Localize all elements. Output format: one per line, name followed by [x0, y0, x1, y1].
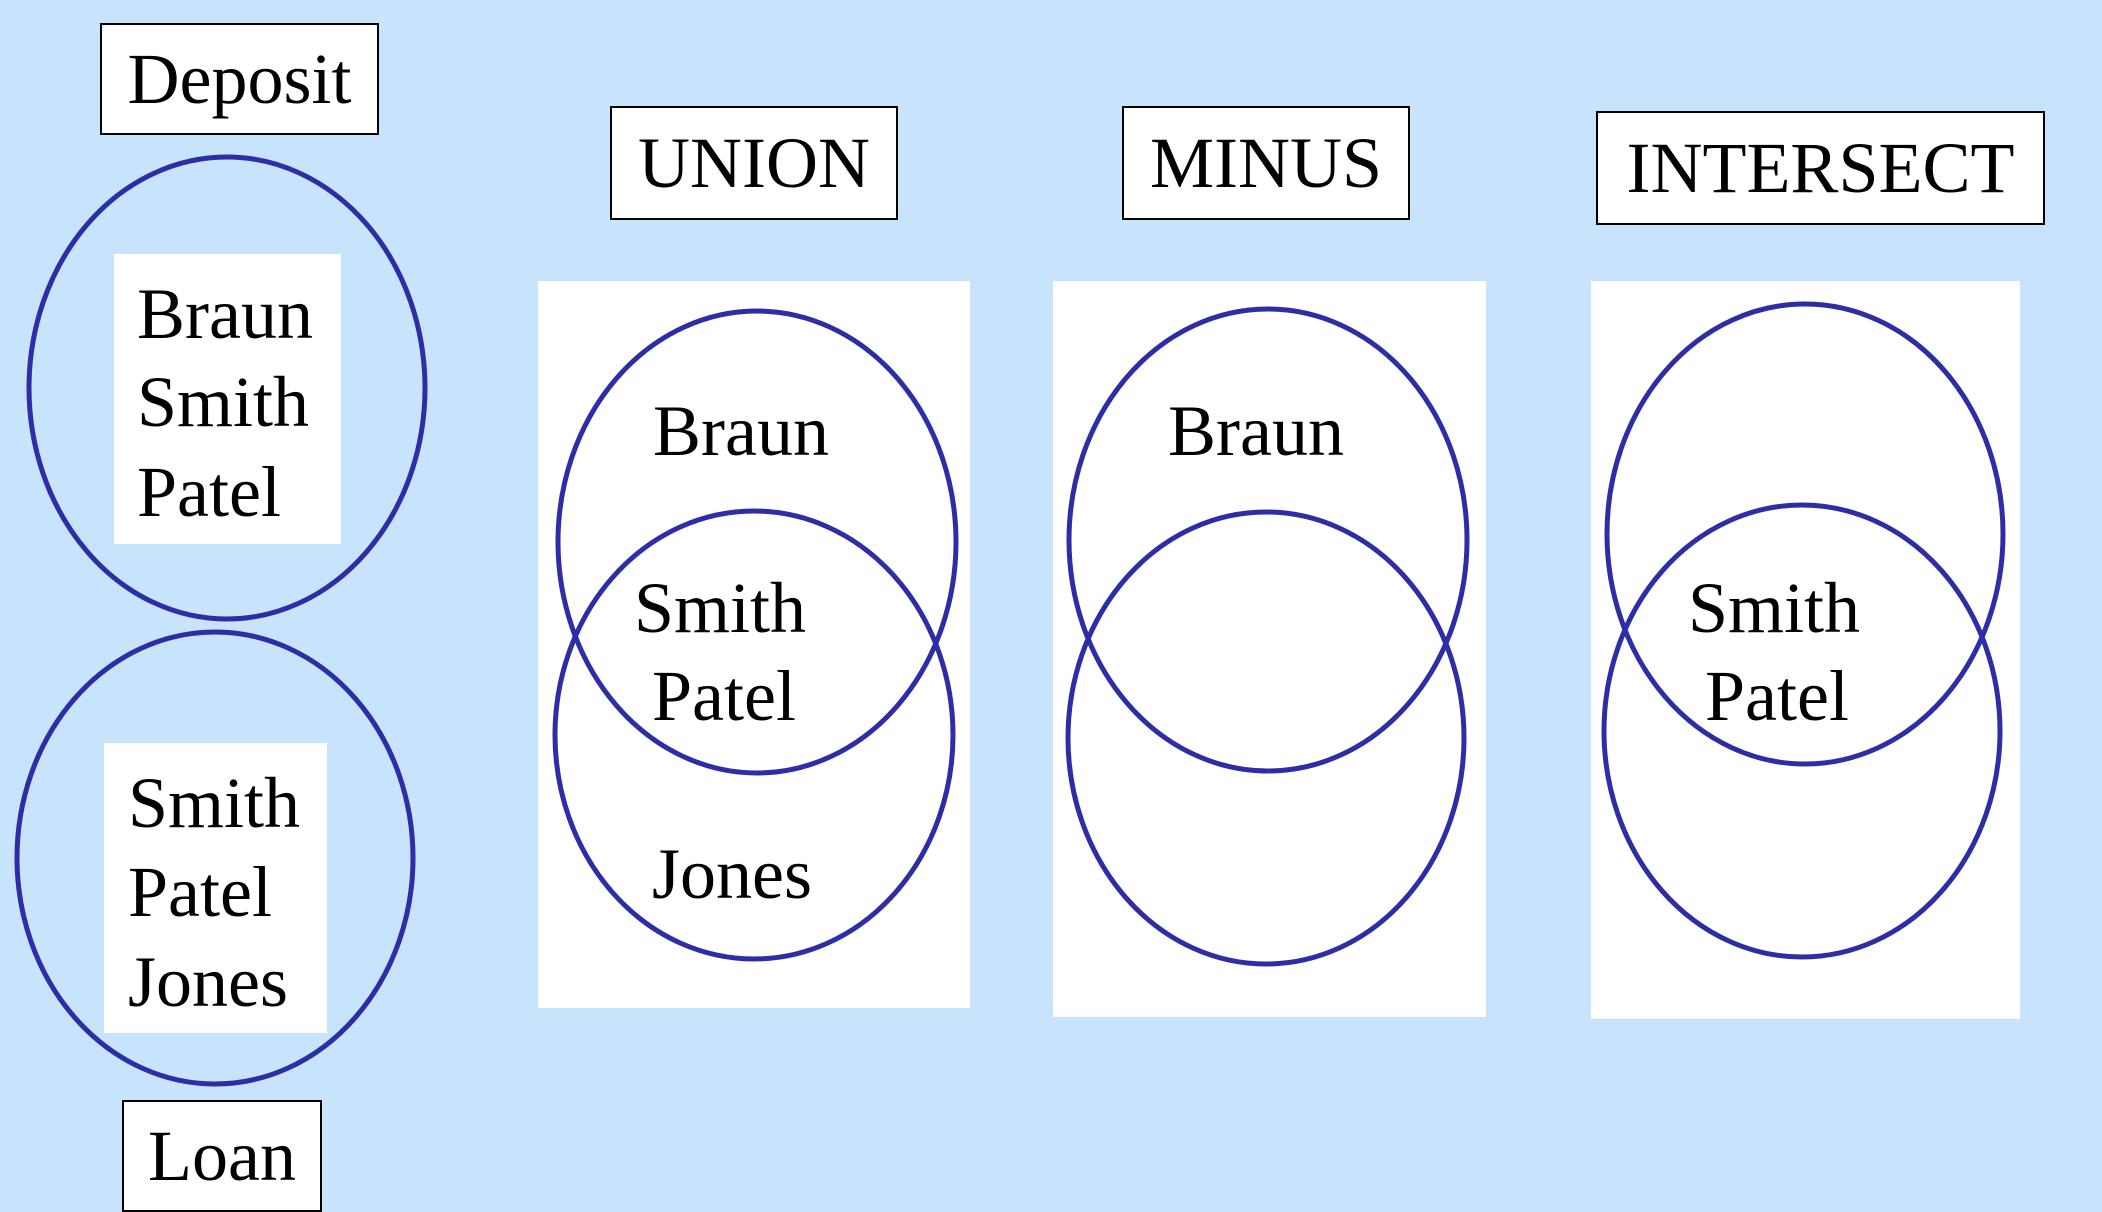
intersect-overlap-name: Patel [1705, 656, 1849, 736]
union-overlap-name: Smith [634, 568, 807, 648]
loan-names-panel [104, 743, 327, 1033]
minus-deposit-circle [1066, 306, 1470, 774]
intersect-label: INTERSECT [1596, 111, 2045, 225]
deposit-name: Patel [137, 452, 281, 532]
union-top-only-name: Braun [653, 391, 829, 471]
minus-label: MINUS [1122, 106, 1410, 220]
deposit-set-ellipse [26, 154, 428, 622]
union-deposit-circle [555, 308, 959, 776]
minus-loan-circle [1065, 509, 1467, 967]
loan-label: Loan [122, 1100, 322, 1212]
union-label: UNION [610, 106, 898, 220]
loan-name: Smith [128, 763, 301, 843]
loan-name: Jones [128, 942, 288, 1022]
intersect-loan-circle [1601, 502, 2003, 960]
loan-set-ellipse [14, 629, 416, 1087]
deposit-name: Braun [137, 274, 313, 354]
intersect-overlap-name: Smith [1688, 568, 1861, 648]
union-bottom-only-name: Jones [652, 834, 812, 914]
union-loan-circle [552, 508, 956, 962]
intersect-deposit-circle [1604, 301, 2006, 767]
deposit-label: Deposit [100, 23, 379, 135]
minus-top-only-name: Braun [1168, 391, 1344, 471]
deposit-names-panel [114, 254, 341, 544]
union-overlap-name: Patel [652, 656, 796, 736]
loan-name: Patel [128, 852, 272, 932]
intersect-panel [1591, 281, 2020, 1019]
deposit-name: Smith [137, 362, 310, 442]
